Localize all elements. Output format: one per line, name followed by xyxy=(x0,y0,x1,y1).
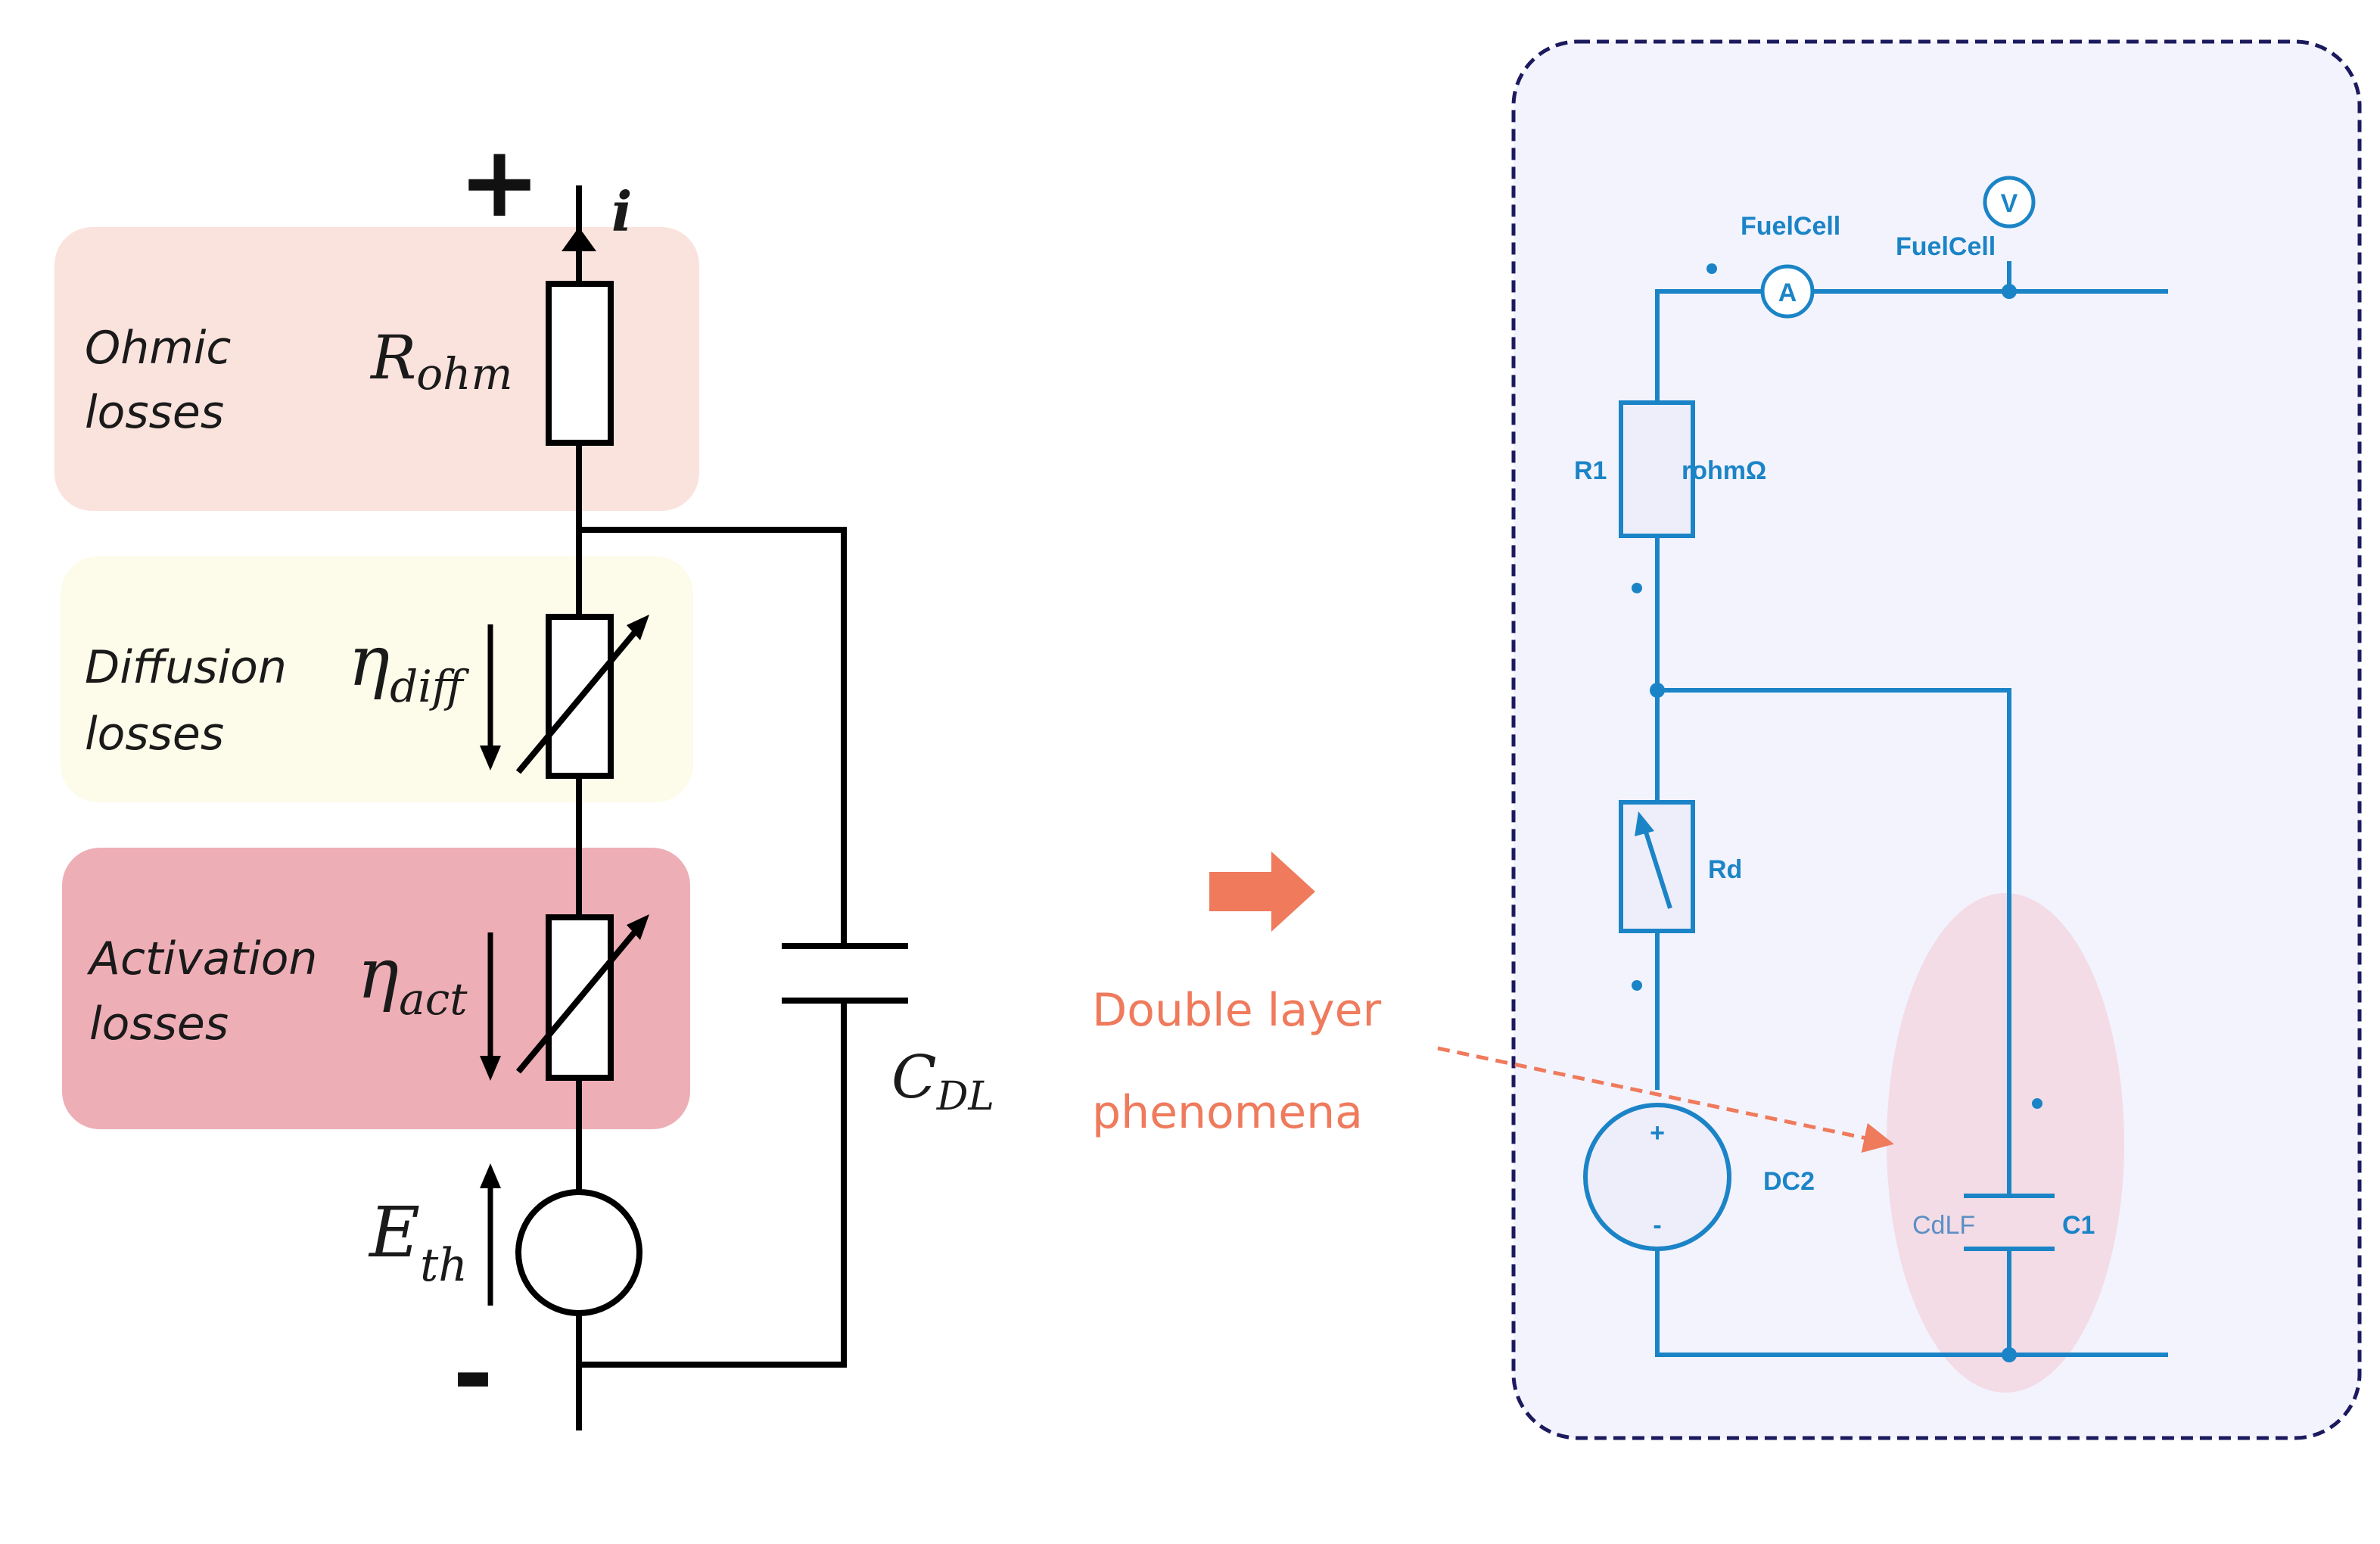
diffusion-label-line1: Diffusion xyxy=(85,641,287,694)
activation-variable-slash xyxy=(515,920,646,1074)
voltmeter-symbol: V xyxy=(2001,189,2018,218)
transition: Double layer phenomena xyxy=(1092,851,1382,1139)
activation-overpotential-symbol: ηact xyxy=(357,933,468,1025)
ohmic-resistor xyxy=(546,281,614,446)
ammeter xyxy=(1760,264,1815,319)
ammeter-symbol: A xyxy=(1778,279,1797,307)
plus-terminal: + xyxy=(459,124,541,239)
simulation-panel xyxy=(1511,39,2362,1440)
ohmic-losses-region xyxy=(54,227,699,511)
activation-losses-region xyxy=(62,848,690,1129)
activation-label-line1: Activation xyxy=(86,932,317,985)
voltage-source xyxy=(515,1189,642,1316)
simulation-model: + - A V FuelCell FuelCell R1 rohmΩ Rd DC… xyxy=(1511,39,2362,1440)
thermodynamic-voltage-symbol: Eth xyxy=(368,1192,468,1292)
dc2-source xyxy=(1583,1103,1731,1251)
current-arrow xyxy=(562,227,596,251)
activation-label-line2: losses xyxy=(89,998,229,1051)
dc2-plus: + xyxy=(1650,1119,1665,1147)
junction-dots xyxy=(1632,263,2042,1362)
activation-voltage-arrowhead xyxy=(480,1056,501,1081)
annotation-line1: Double layer xyxy=(1092,984,1382,1037)
r1-resistor xyxy=(1619,400,1695,538)
ohmic-label-line2: losses xyxy=(85,386,224,439)
ohmic-label-line1: Ohmic xyxy=(85,322,231,375)
transition-arrow xyxy=(1209,851,1315,932)
rd-wiper xyxy=(1641,824,1672,909)
annotation-pointer xyxy=(1437,1046,1894,1153)
diffusion-variable-slash xyxy=(515,620,646,774)
c1-name: C1 xyxy=(2062,1211,2095,1240)
annotation-line2: phenomena xyxy=(1092,1086,1363,1139)
diffusion-label-line2: losses xyxy=(85,708,224,761)
voltmeter xyxy=(1983,176,2036,229)
dc2-minus: - xyxy=(1653,1211,1661,1240)
r1-name: R1 xyxy=(1574,456,1607,485)
double-layer-capacitance-symbol: CDL xyxy=(891,1044,994,1119)
capacitor-branch-bottom xyxy=(579,1001,847,1368)
c1-value: CdLF xyxy=(1912,1211,1975,1240)
diffusion-voltage-arrowhead xyxy=(480,746,501,770)
diffusion-overpotential-symbol: ηdiff xyxy=(348,621,470,712)
equivalent-circuit: + - i Ohmic losses Diffusion losses Acti… xyxy=(54,124,994,1431)
dc2-name: DC2 xyxy=(1763,1167,1815,1196)
voltmeter-label: FuelCell xyxy=(1896,232,1996,261)
capacitor-branch-top xyxy=(579,527,847,946)
source-voltage-arrowhead xyxy=(480,1163,501,1188)
ammeter-label: FuelCell xyxy=(1741,212,1840,241)
diffusion-slash-arrowhead xyxy=(627,615,649,640)
rd-wiper-arrowhead xyxy=(1635,811,1654,836)
r1-value: rohmΩ xyxy=(1682,456,1766,485)
ohmic-resistance-symbol: Rohm xyxy=(369,322,513,400)
activation-slash-arrowhead xyxy=(627,914,649,940)
rd-variable-resistor xyxy=(1619,800,1695,933)
current-label: i xyxy=(611,179,632,244)
simulation-wires xyxy=(1655,261,2168,1357)
diffusion-losses-region xyxy=(61,556,693,802)
rd-name: Rd xyxy=(1708,855,1742,884)
double-layer-highlight xyxy=(1887,893,2124,1393)
minus-terminal: - xyxy=(453,1316,493,1431)
